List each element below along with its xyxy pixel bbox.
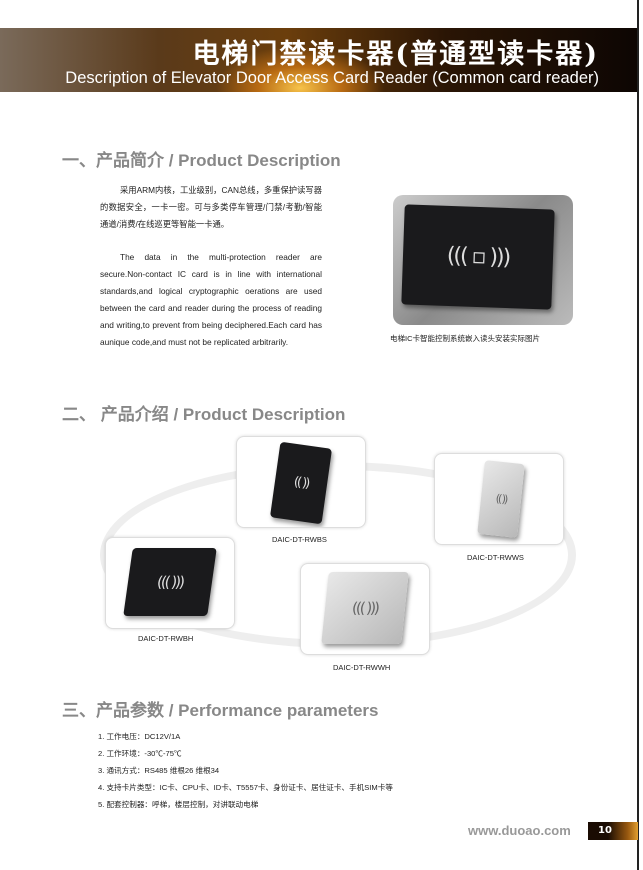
reader-image: (( )) — [269, 441, 333, 525]
reader-image: ((( ))) — [123, 548, 217, 616]
reader-image: ((( ))) — [321, 572, 409, 644]
rf-waves-icon: ((( ))) — [351, 599, 379, 617]
product-rwws: (( )) — [434, 453, 564, 545]
spec-list: 1. 工作电压：DC12V/1A 2. 工作环境：-30℃-75℃ 3. 通讯方… — [98, 728, 393, 813]
spec-item: 1. 工作电压：DC12V/1A — [98, 732, 181, 741]
rf-waves-icon: ((( ▫ ))) — [446, 243, 510, 271]
model-label: DAIC-DT-RWWH — [333, 663, 391, 672]
website-link[interactable]: www.duoao.com — [468, 823, 571, 838]
spec-item: 5. 配套控制器：呼梯，楼层控制，对讲联动电梯 — [98, 800, 259, 809]
model-label: DAIC-DT-RWBS — [272, 535, 327, 544]
model-label: DAIC-DT-RWBH — [138, 634, 194, 643]
title-cn: 电梯门禁读卡器(普通型读卡器) — [192, 39, 599, 70]
page-number: 10 — [588, 822, 638, 840]
model-label: DAIC-DT-RWWS — [467, 553, 524, 562]
intro-en-text: The data in the multi-protection reader … — [100, 252, 322, 347]
intro-en: The data in the multi-protection reader … — [100, 249, 322, 351]
intro-cn-text: 采用ARM内核，工业级别，CAN总线，多重保护读写器的数据安全，一卡一密。可与多… — [100, 185, 322, 229]
section3-heading: 三、产品参数 / Performance parameters — [62, 701, 379, 720]
rf-waves-icon: (( )) — [495, 491, 507, 507]
spec-item: 4. 支持卡片类型：IC卡、CPU卡、ID卡、T5557卡、身份证卡、居住证卡、… — [98, 783, 393, 792]
section2-heading: 二、 产品介绍 / Product Description — [62, 405, 346, 424]
reader-image: ((( ▫ ))) — [401, 204, 555, 310]
header-banner: 电梯门禁读卡器(普通型读卡器) Description of Elevator … — [0, 28, 637, 92]
reader-image: (( )) — [477, 460, 525, 538]
product-rwbh: ((( ))) — [105, 537, 235, 629]
page-edge — [637, 0, 639, 870]
installation-photo: ((( ▫ ))) — [393, 195, 573, 325]
rf-waves-icon: ((( ))) — [155, 573, 185, 591]
section1-heading: 一、产品简介 / Product Description — [62, 151, 341, 170]
product-rwbs: (( )) — [236, 436, 366, 528]
rf-waves-icon: (( )) — [292, 474, 310, 492]
product-rwwh: ((( ))) — [300, 563, 430, 655]
spec-item: 3. 通讯方式：RS485 维根26 维根34 — [98, 766, 220, 775]
photo-caption: 电梯IC卡智能控制系统嵌入读头安装实际图片 — [390, 334, 540, 343]
intro-cn: 采用ARM内核，工业级别，CAN总线，多重保护读写器的数据安全，一卡一密。可与多… — [100, 182, 322, 233]
spec-item: 2. 工作环境：-30℃-75℃ — [98, 749, 182, 758]
title-en: Description of Elevator Door Access Card… — [65, 69, 599, 87]
